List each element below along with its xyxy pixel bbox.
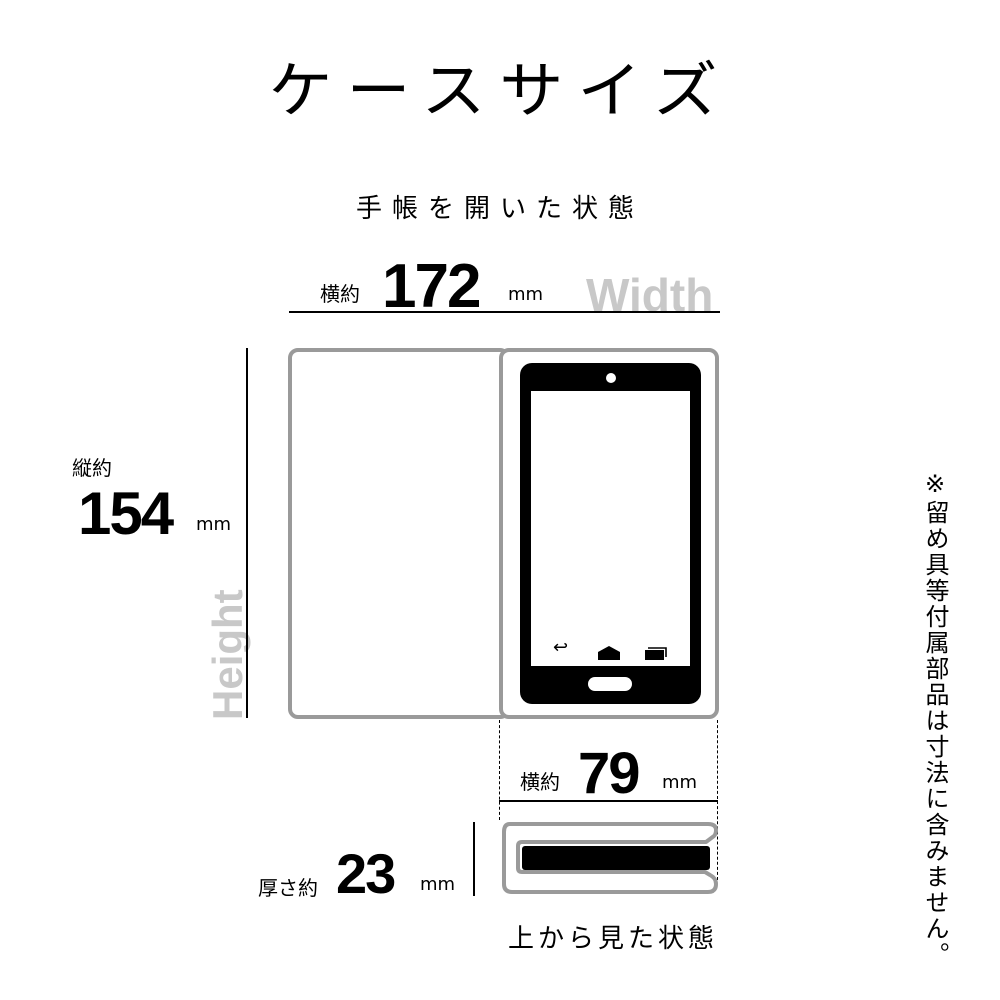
thickness-prefix: 厚さ約 <box>258 876 318 900</box>
width-prefix: 横約 <box>320 282 360 306</box>
smartphone-icon: ↩ <box>520 363 701 704</box>
phone-width-unit: mm <box>662 772 698 793</box>
case-left-cover <box>288 348 510 719</box>
height-dimension-line <box>246 348 248 718</box>
back-icon: ↩ <box>553 637 569 658</box>
height-value: 154 <box>78 480 174 547</box>
phone-width-value: 79 <box>578 741 640 806</box>
phone-width-extension-left <box>499 720 500 820</box>
width-value: 172 <box>382 252 481 321</box>
width-ghost-label: Width <box>586 269 714 321</box>
phone-width-prefix: 横約 <box>520 770 560 794</box>
height-prefix: 縦約 <box>72 456 112 480</box>
height-unit: mm <box>196 514 232 535</box>
home-icon <box>598 646 620 660</box>
open-state-subtitle: 手帳を開いた状態 <box>355 194 644 224</box>
top-view-caption: 上から見た状態 <box>508 924 719 954</box>
camera-icon <box>606 373 616 383</box>
height-ghost-label: Height <box>204 589 251 720</box>
width-unit: mm <box>508 284 544 305</box>
page-title: ケースサイズ <box>268 56 732 127</box>
recents-icon <box>645 647 667 660</box>
phone-screen: ↩ <box>531 391 690 666</box>
phone-width-dimension-line <box>499 800 718 802</box>
thickness-value: 23 <box>336 842 396 905</box>
thickness-dimension-line <box>473 822 475 896</box>
width-dimension-line <box>289 311 720 313</box>
top-view-diagram <box>502 822 718 894</box>
accessory-note: ※留め具等付属部品は寸法に含みません。 <box>921 470 949 968</box>
home-button <box>588 677 632 691</box>
thickness-unit: mm <box>420 874 456 895</box>
